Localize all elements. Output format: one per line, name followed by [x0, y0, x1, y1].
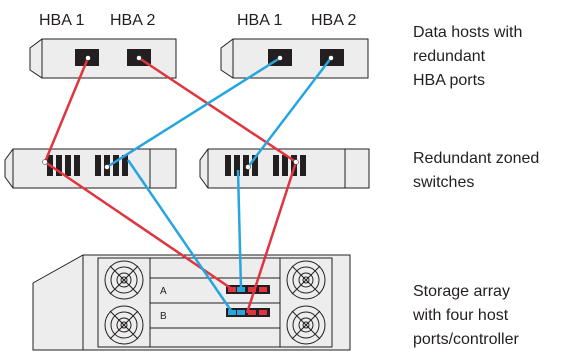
switch-1	[4, 148, 177, 189]
storage-array: A B	[32, 254, 351, 351]
host-2	[220, 38, 369, 79]
blue-cable-host2-hba1-to-switch1	[106, 56, 281, 169]
red-cable-host1-hba1-to-switch1	[43, 57, 90, 163]
controller-a-label: A	[160, 286, 167, 297]
fan-icon	[286, 260, 326, 300]
host-2-hba-1-label: HBA 1	[237, 12, 282, 29]
cable-endpoints	[42, 55, 334, 170]
host-2-hba-2-label: HBA 2	[311, 12, 356, 29]
storage-caption: Storage array with four host ports/contr…	[412, 283, 519, 348]
red-cable-switch2-to-array-b	[245, 161, 298, 314]
fan-icon	[104, 305, 144, 345]
host-1-hba-1-label: HBA 1	[39, 12, 84, 29]
host-1-hba-2-label: HBA 2	[110, 12, 155, 29]
fan-icon	[104, 260, 144, 300]
switches-caption: Redundant zoned switches	[413, 150, 544, 191]
blue-cable-host2-hba2-to-switch2	[247, 57, 332, 168]
host-2-chassis	[220, 38, 369, 79]
hosts-caption: Data hosts with redundant HBA ports	[413, 24, 527, 89]
blue-path-cables	[106, 56, 332, 313]
host-1	[29, 38, 177, 79]
host-1-chassis	[29, 38, 177, 79]
blue-cable-switch1-to-array-b	[126, 159, 234, 313]
red-cable-host1-hba2-to-switch2	[138, 56, 297, 164]
controller-a-host-ports	[226, 285, 270, 294]
controller-b-label: B	[160, 311, 167, 322]
blue-cable-switch2-to-array-a	[236, 169, 243, 290]
fan-icon	[286, 305, 326, 345]
